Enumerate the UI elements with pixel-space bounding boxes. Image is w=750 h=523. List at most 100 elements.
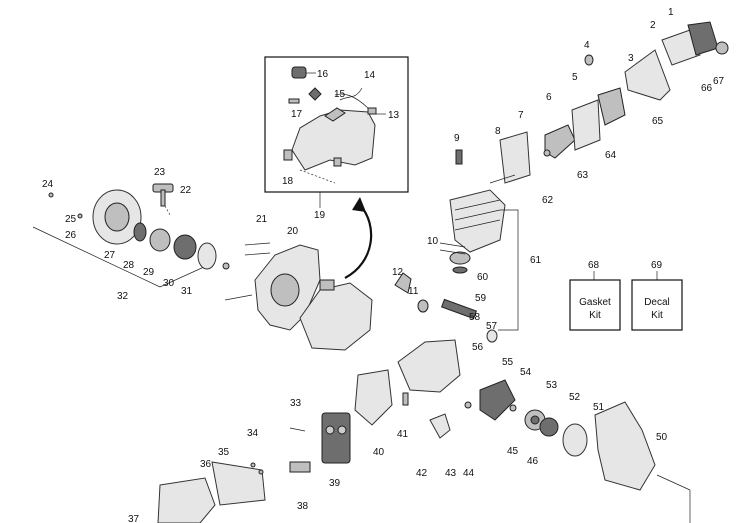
kit-69-number: 69	[651, 260, 663, 271]
callout-20: 20	[287, 226, 299, 237]
gasket-5	[571, 99, 601, 151]
ignition-coil-42	[429, 413, 451, 439]
fuel-tank-neck	[324, 107, 346, 122]
callout-46: 46	[527, 456, 539, 467]
handle-stem	[160, 189, 166, 207]
callout-66: 66	[701, 83, 713, 94]
callout-2: 2	[650, 20, 656, 31]
muffler-39	[321, 412, 351, 464]
callout-23: 23	[154, 167, 166, 178]
callout-18: 18	[282, 176, 294, 187]
housing-bore	[270, 273, 300, 307]
kit-69-line2: Kit	[651, 310, 663, 321]
spark-plug	[455, 149, 463, 165]
callout-45: 45	[507, 446, 519, 457]
callout-37: 37	[128, 514, 140, 523]
kit-68-box	[569, 279, 621, 331]
bolt-41	[402, 392, 409, 406]
callout-6: 6	[546, 92, 552, 103]
screw-31	[222, 262, 230, 270]
callout-50: 50	[656, 432, 668, 443]
fuel-filter	[367, 107, 377, 115]
crankshaft	[441, 298, 477, 320]
callout-51: 51	[593, 402, 605, 413]
curved-arrow	[344, 204, 373, 279]
callout-10: 10	[427, 236, 439, 247]
inset-frame	[264, 56, 409, 193]
callout-33: 33	[290, 398, 302, 409]
gear-housing-51	[594, 401, 656, 491]
bracket-32	[32, 226, 216, 288]
kit-68-line1: Gasket	[579, 297, 611, 308]
plug-4	[584, 54, 594, 66]
air-filter	[661, 29, 701, 66]
gasket-38	[289, 461, 311, 473]
fuel-cap	[291, 66, 307, 79]
shroud-37	[157, 477, 216, 523]
callout-30: 30	[163, 278, 175, 289]
gasket-12	[394, 272, 412, 294]
piston-ring	[452, 266, 468, 274]
callout-26: 26	[65, 230, 77, 241]
callout-44: 44	[463, 468, 475, 479]
kit-68-number: 68	[588, 260, 600, 271]
pulley	[149, 228, 171, 252]
washer-45	[509, 404, 517, 412]
wire-43	[464, 401, 472, 409]
starter-hub	[104, 202, 130, 232]
callout-24: 24	[42, 179, 54, 190]
callout-8: 8	[495, 126, 501, 137]
callout-38: 38	[297, 501, 309, 512]
callout-34: 34	[247, 428, 259, 439]
handle-cover-36	[211, 461, 266, 506]
starter-assembly	[32, 183, 230, 288]
washer-25	[77, 213, 83, 219]
ratchet	[197, 242, 217, 270]
callout-39: 39	[329, 478, 341, 489]
callout-22: 22	[180, 185, 192, 196]
callout-52: 52	[569, 392, 581, 403]
callout-42: 42	[416, 468, 428, 479]
callout-11: 11	[408, 286, 419, 297]
seal-62	[543, 149, 551, 157]
callout-1: 1	[668, 7, 674, 18]
kit-69-box	[631, 279, 683, 331]
piston	[449, 251, 471, 265]
bracket-61	[498, 209, 519, 331]
screw-34	[258, 469, 264, 475]
inset-dash	[299, 169, 336, 184]
fuel-tank-inset: 16 14 15 13 17 18	[264, 56, 409, 193]
callout-57: 57	[486, 321, 498, 332]
callout-63: 63	[577, 170, 589, 181]
callout-61: 61	[530, 255, 542, 266]
callout-13: 13	[388, 110, 400, 121]
callout-27: 27	[104, 250, 116, 261]
tank-cap	[319, 279, 335, 291]
callout-54: 54	[520, 367, 532, 378]
callout-7: 7	[518, 110, 524, 121]
kit-69-line1: Decal	[644, 297, 670, 308]
primer-bulb	[308, 87, 322, 101]
screw-24	[48, 192, 54, 198]
callout-32: 32	[117, 291, 129, 302]
bearing-57	[486, 329, 498, 343]
knob-67	[715, 41, 729, 55]
crankcase	[397, 339, 461, 393]
callout-64: 64	[605, 150, 617, 161]
callout-3: 3	[628, 53, 634, 64]
callout-62: 62	[542, 195, 554, 206]
callout-59: 59	[475, 293, 487, 304]
callout-25: 25	[65, 214, 77, 225]
callout-12: 12	[392, 267, 404, 278]
mount-pad	[283, 149, 293, 161]
clutch-drum-52	[562, 423, 588, 457]
seal-11	[417, 299, 429, 313]
nut-35	[250, 462, 256, 468]
fuel-tank	[291, 109, 376, 171]
cylinder	[449, 189, 506, 253]
callout-31: 31	[181, 286, 193, 297]
flywheel	[479, 379, 516, 421]
mount-pad-2	[333, 157, 342, 167]
rewind-spring	[133, 222, 147, 242]
callout-40: 40	[373, 447, 385, 458]
